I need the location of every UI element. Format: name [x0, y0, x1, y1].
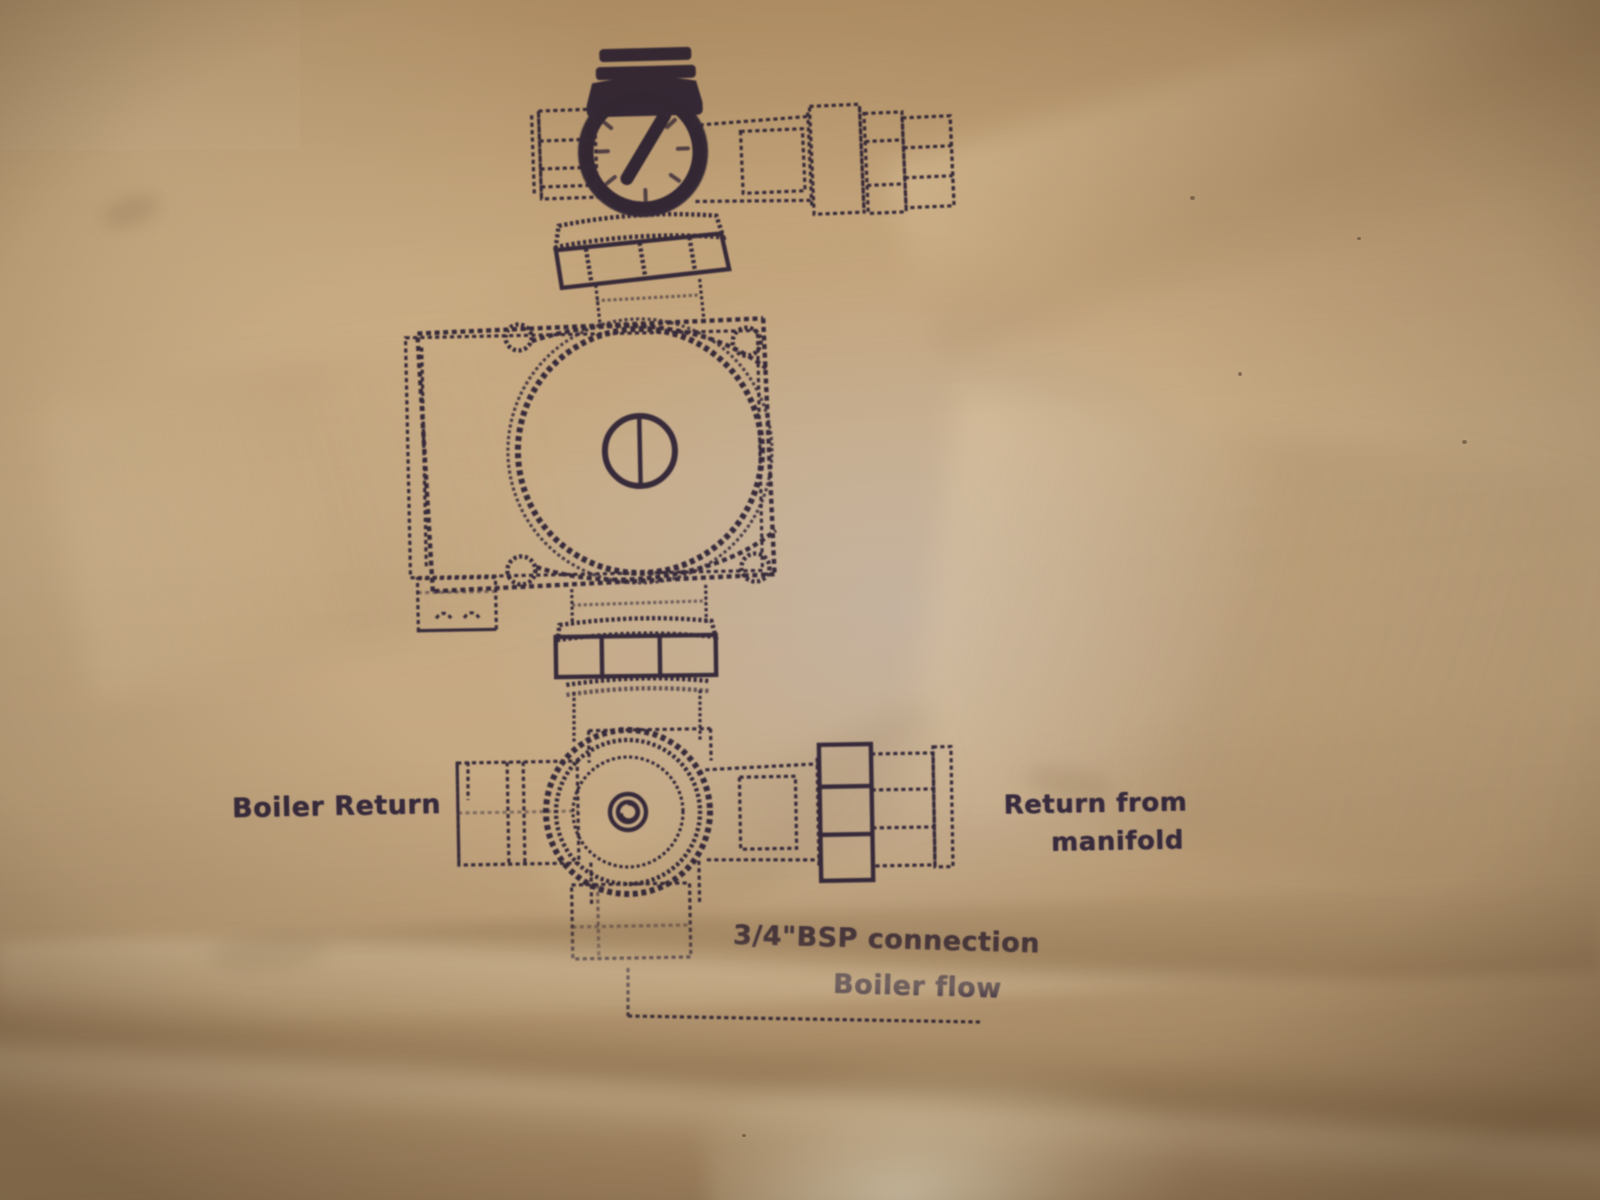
- top-union-nut: [862, 110, 956, 216]
- pump-to-valve-pipe: [572, 690, 702, 744]
- paper-speck: [1238, 372, 1242, 376]
- pump-inlet-neck: [594, 278, 707, 329]
- four-way-valve: [543, 726, 713, 907]
- valve-right-port: [705, 757, 821, 868]
- terminal-box: [415, 575, 498, 633]
- label-boiler-flow: Boiler flow: [832, 968, 1003, 1005]
- paper-speck: [1462, 440, 1467, 444]
- pump-volute: [506, 317, 774, 585]
- leader-bracket: [626, 968, 981, 1024]
- pump-outlet-neck: [570, 584, 708, 626]
- pump-motor-body: [403, 316, 778, 594]
- top-pipe-run: [692, 102, 866, 216]
- lower-union-nut: [553, 616, 719, 698]
- valve-spindle: [607, 791, 649, 833]
- top-hex-nut: [553, 211, 732, 291]
- paper-speck: [1357, 237, 1361, 240]
- paper-cool-light: [480, 264, 1312, 960]
- bleed-screw: [601, 412, 678, 489]
- label-boiler-return: Boiler Return: [231, 788, 442, 825]
- valve-left-port: [455, 759, 581, 867]
- right-union-nut: [816, 741, 955, 884]
- pump-corner-bolt: [503, 322, 772, 587]
- paper-speck: [742, 1134, 746, 1137]
- label-return-from-manifold-line2: manifold: [1050, 825, 1185, 858]
- gauge-left-stub: [529, 107, 600, 201]
- paper-speck: [1190, 196, 1195, 200]
- valve-bottom-port: [569, 881, 693, 961]
